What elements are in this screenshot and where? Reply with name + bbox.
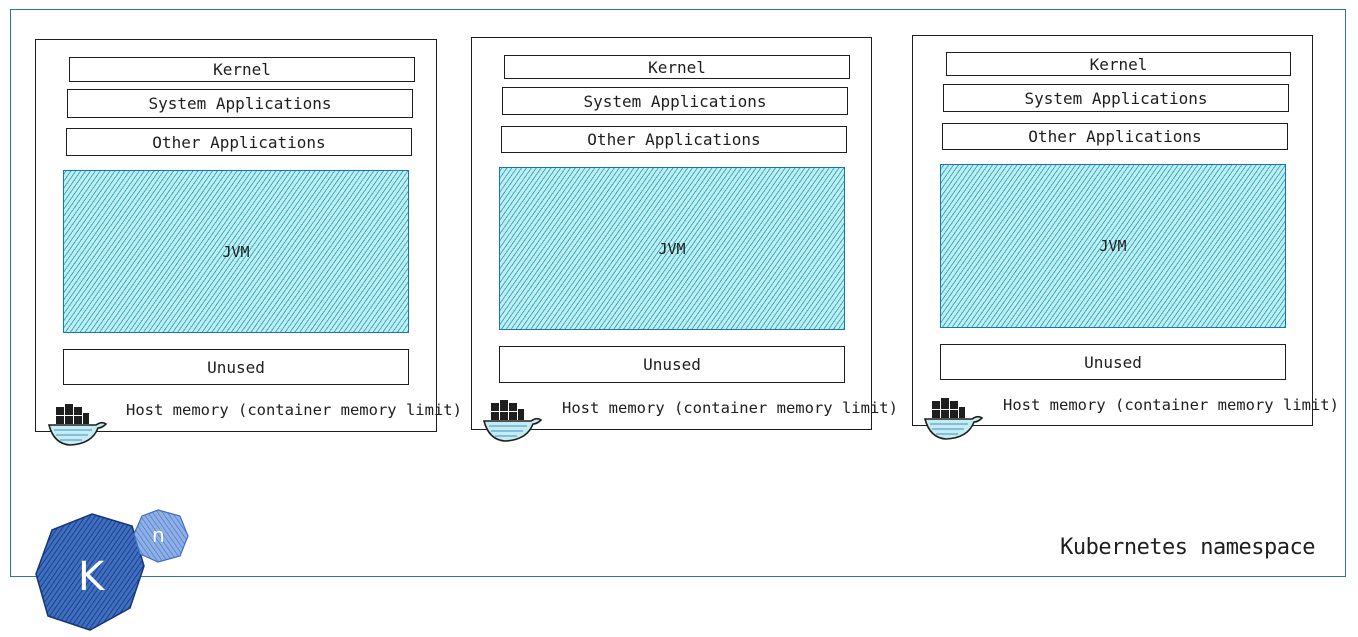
namespace-label: Kubernetes namespace: [1060, 535, 1315, 560]
docker-whale-icon: [923, 398, 984, 440]
other-applications-layer: Other Applications: [66, 128, 412, 156]
unused-layer: Unused: [499, 346, 845, 383]
jvm-block: JVM: [63, 170, 409, 333]
knative-logo-icon: K n: [35, 509, 189, 631]
logo-letter: K: [78, 554, 106, 600]
logo-superscript: n: [152, 523, 165, 547]
docker-whale-icon: [47, 404, 108, 446]
jvm-label: JVM: [222, 242, 250, 261]
host-memory-label: Host memory (container memory limit): [126, 401, 462, 419]
kernel-layer: Kernel: [946, 52, 1291, 76]
jvm-label: JVM: [1099, 237, 1127, 255]
host-memory-label: Host memory (container memory limit): [1003, 396, 1339, 414]
system-applications-layer: System Applications: [502, 87, 848, 115]
unused-layer: Unused: [940, 344, 1286, 380]
unused-layer: Unused: [63, 349, 409, 385]
jvm-label: JVM: [658, 239, 686, 258]
kernel-layer: Kernel: [504, 55, 850, 79]
system-applications-layer: System Applications: [943, 84, 1289, 112]
jvm-block: JVM: [499, 167, 845, 330]
system-applications-layer: System Applications: [67, 89, 413, 118]
host-memory-label: Host memory (container memory limit): [562, 399, 898, 417]
other-applications-layer: Other Applications: [942, 123, 1288, 150]
container-2: Kernel System Applications Other Applica…: [471, 37, 898, 430]
jvm-block: JVM: [940, 164, 1286, 328]
other-applications-layer: Other Applications: [501, 126, 847, 153]
kernel-layer: Kernel: [69, 57, 415, 82]
docker-whale-icon: [482, 400, 543, 442]
container-1: Kernel System Applications Other Applica…: [35, 39, 462, 432]
kubernetes-namespace: Kubernetes namespace: [10, 9, 1346, 577]
container-3: Kernel System Applications Other Applica…: [912, 35, 1339, 426]
